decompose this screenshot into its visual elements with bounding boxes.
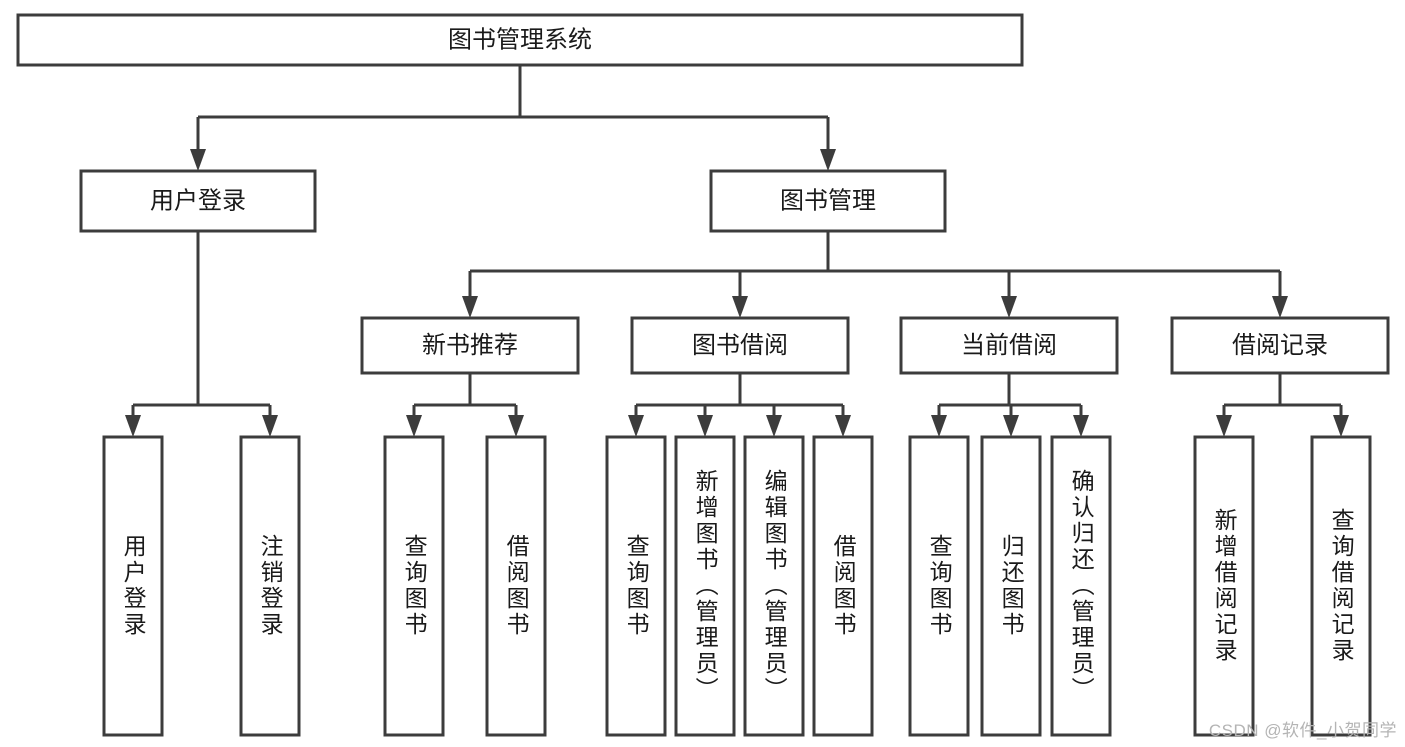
arrow-head-new-book-recommend [462,296,478,318]
arrow-head-leaf-query-borrow-record [1333,415,1349,437]
arrow-head-leaf-borrow-book-2 [835,415,851,437]
node-label-borrow-record: 借阅记录 [1232,332,1328,359]
node-box-leaf-user-login[interactable] [102,435,164,737]
arrow-head-leaf-add-book-admin [697,415,713,437]
arrow-head-leaf-query-book-3 [931,415,947,437]
arrow-head-borrow-record [1272,296,1288,318]
arrow-head-leaf-return-book [1003,415,1019,437]
node-box-borrow-record[interactable] [1170,316,1390,375]
watermark-credit: CSDN @软件_小贺同学 [1208,721,1397,740]
arrow-head-leaf-borrow-book-1 [508,415,524,437]
node-box-leaf-borrow-book-2[interactable] [812,435,874,737]
node-box-user-login[interactable] [79,169,317,233]
arrow-head-leaf-logout-login [262,415,278,437]
arrow-head-current-borrow [1001,296,1017,318]
connector-group-user-login [125,231,278,437]
node-box-leaf-borrow-book-1[interactable] [485,435,547,737]
node-box-leaf-query-borrow-record[interactable] [1310,435,1372,737]
connector-group-book-manage [462,231,1288,318]
node-box-layer [16,13,1390,737]
connector-group-borrow-record [1216,373,1349,437]
node-label-root: 图书管理系统 [448,26,592,53]
arrow-head-leaf-query-book-1 [406,415,422,437]
arrow-head-leaf-add-borrow-record [1216,415,1232,437]
node-box-leaf-query-book-2[interactable] [605,435,667,737]
node-box-book-borrow[interactable] [630,316,850,375]
node-box-leaf-return-book[interactable] [980,435,1042,737]
connector-group-book-borrow [628,373,851,437]
node-label-user-login: 用户登录 [150,187,246,214]
arrow-head-user-login [190,149,206,171]
node-box-leaf-edit-book-admin[interactable] [743,435,805,737]
connector-layer [125,65,1349,437]
node-box-leaf-logout-login[interactable] [239,435,301,737]
node-box-root[interactable] [16,13,1024,67]
node-box-leaf-query-book-3[interactable] [908,435,970,737]
arrow-head-leaf-query-book-2 [628,415,644,437]
connector-group-current-borrow [931,373,1089,437]
node-label-book-manage: 图书管理 [780,187,876,214]
node-label-new-book-recommend: 新书推荐 [422,332,518,359]
arrow-head-leaf-edit-book-admin [766,415,782,437]
node-box-leaf-add-book-admin[interactable] [674,435,736,737]
connector-group-root [190,65,836,171]
node-box-new-book-recommend[interactable] [360,316,580,375]
arrow-head-leaf-confirm-return-admin [1073,415,1089,437]
node-box-leaf-query-book-1[interactable] [383,435,445,737]
arrow-head-book-borrow [732,296,748,318]
connector-group-new-book-recommend [406,373,524,437]
arrow-head-leaf-user-login [125,415,141,437]
node-label-book-borrow: 图书借阅 [692,332,788,359]
node-box-current-borrow[interactable] [899,316,1119,375]
arrow-head-book-manage [820,149,836,171]
node-box-book-manage[interactable] [709,169,947,233]
node-label-current-borrow: 当前借阅 [961,332,1057,359]
node-box-leaf-confirm-return-admin[interactable] [1050,435,1112,737]
node-box-leaf-add-borrow-record[interactable] [1193,435,1255,737]
